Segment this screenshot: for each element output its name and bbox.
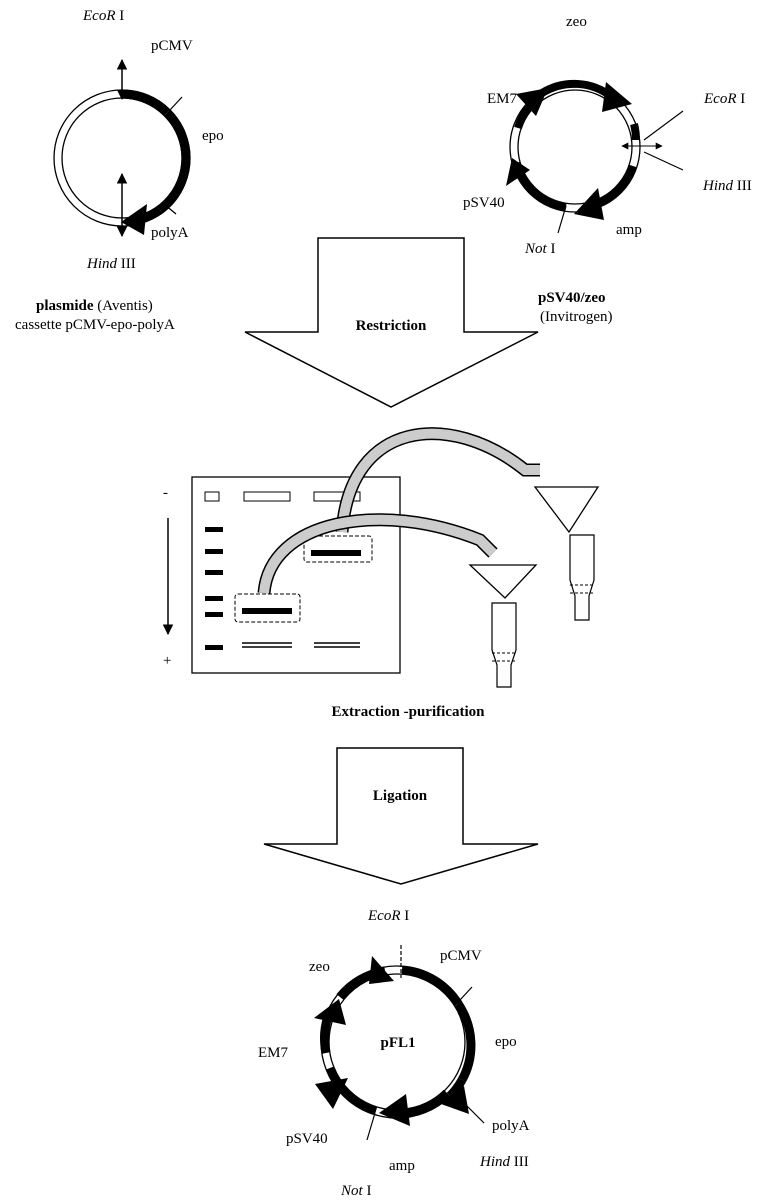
restriction-arrow	[244, 237, 539, 408]
transfer-arrowhead-insert	[468, 564, 538, 599]
tube-insert	[491, 602, 517, 688]
pfl1-polya-segment	[446, 1077, 466, 1100]
amp-arrowhead	[574, 188, 604, 220]
pfl1-psv40-arrowhead	[315, 1078, 348, 1109]
pfl1-pcmv-segment	[401, 965, 462, 1007]
ligation-arrow	[263, 747, 539, 885]
ladder-band-6	[205, 645, 223, 650]
psv40-arrowhead	[506, 158, 530, 186]
ladder-band-5	[205, 612, 223, 617]
restriction-step: Restriction	[244, 237, 539, 408]
em7-arrowhead	[516, 88, 548, 116]
gel-plus-label: +	[163, 653, 171, 669]
pfl1-polya-label: polyA	[492, 1118, 530, 1134]
pfl1-amp-segment	[403, 1089, 451, 1118]
gel-well-2	[243, 491, 291, 502]
pfl1-em7-arrowhead	[314, 999, 346, 1025]
plasmid2-psv40-label: pSV40	[463, 195, 505, 211]
restriction-label: Restriction	[356, 318, 427, 334]
transfer-arc-insert	[259, 514, 497, 594]
pfl1-epo-segment	[454, 1001, 476, 1083]
plasmid2-source: (Invitrogen)	[540, 309, 612, 325]
vector-band-selection	[303, 535, 373, 563]
plasmid1-epo-label: epo	[202, 128, 224, 144]
tick-epo-polya	[163, 203, 177, 215]
ecori-cut-line	[643, 110, 684, 141]
plasmid2-ecori-label: EcoR I	[703, 91, 745, 107]
pfl1-pcmv-epo-tick	[459, 986, 473, 1001]
plasmid1-cassette-label: cassette pCMV-epo-polyA	[15, 317, 175, 333]
ladder-band-1	[205, 527, 223, 532]
gel-well-3	[313, 491, 361, 502]
epo-segment	[157, 109, 191, 214]
plasmid-aventis: EcoR I pCMV epo polyA Hind III plasmide …	[15, 8, 224, 333]
pfl1-em7-label: EM7	[258, 1045, 289, 1061]
insert-band-selection	[234, 593, 301, 623]
plasmid1-name: plasmide (Aventis)	[36, 298, 153, 314]
pfl1-hindiii-label: Hind III	[479, 1154, 529, 1170]
gel-box	[191, 476, 401, 674]
tube-insert-body	[491, 602, 517, 688]
plasmid-psv40-zeo: zeo EM7 EcoR I Hind III pSV40 amp Not I …	[463, 14, 752, 325]
ligation-step: Ligation	[263, 747, 539, 885]
vector-band	[311, 550, 361, 556]
transfer-arrowhead-vector	[533, 486, 600, 534]
pfl1-hindiii-tick	[457, 1096, 485, 1124]
pfl1-epo-label: epo	[495, 1034, 517, 1050]
plasmid1-polya-label: polyA	[151, 225, 189, 241]
pfl1-ecori-label: EcoR I	[367, 908, 409, 924]
plasmid2-noti-label: Not I	[524, 241, 555, 257]
hindiii-cut-line	[643, 151, 684, 171]
pfl1-pcmv-label: pCMV	[440, 948, 482, 964]
plasmid2-hindiii-label: Hind III	[702, 178, 752, 194]
polya-arrowhead	[121, 204, 147, 235]
transfer-arc-vector	[337, 428, 540, 533]
plasmid2-name: pSV40/zeo	[538, 290, 606, 306]
pfl1-amp-arrowhead	[379, 1094, 410, 1126]
transfer-arrows	[257, 427, 600, 599]
pcmv-segment	[121, 89, 171, 117]
pfl1-amp-label: amp	[389, 1158, 415, 1174]
plasmid-pfl1: EcoR I zeo pCMV EM7 pFL1 epo polyA pSV40…	[258, 908, 530, 1199]
extraction-label: Extraction -purification	[332, 704, 486, 720]
pfl1-polya-arrowhead	[441, 1086, 469, 1114]
pfl1-psv40-segment	[325, 1066, 378, 1116]
plasmid1-hindiii-label: Hind III	[86, 256, 136, 272]
ori-segment	[630, 122, 641, 141]
zeo-arrowhead	[602, 82, 632, 112]
plasmid2-em7-label: EM7	[487, 91, 518, 107]
pfl1-psv40-label: pSV40	[286, 1131, 328, 1147]
ladder-band-2	[205, 549, 223, 554]
gel-electrophoresis: - +	[162, 476, 401, 674]
pfl1-name: pFL1	[380, 1035, 415, 1051]
tube-vector	[569, 534, 595, 621]
gel-well-1	[204, 491, 220, 502]
pfl1-noti-label: Not I	[340, 1183, 371, 1199]
ladder-band-3	[205, 570, 223, 575]
noti-cut-line	[557, 205, 567, 234]
insert-band	[242, 608, 292, 614]
gel-minus-label: -	[163, 485, 168, 501]
ladder-band-4	[205, 596, 223, 601]
tube-vector-body	[569, 534, 595, 621]
pfl1-zeo-label: zeo	[309, 959, 330, 975]
plasmid2-amp-label: amp	[616, 222, 642, 238]
plasmid2-zeo-label: zeo	[566, 14, 587, 30]
ligation-label: Ligation	[373, 788, 428, 804]
pfl1-zeo-arrowhead	[369, 956, 394, 984]
plasmid1-pcmv-label: pCMV	[151, 38, 193, 54]
pfl1-noti-tick	[366, 1112, 376, 1141]
tick-pcmv-epo	[169, 96, 183, 111]
plasmid1-ecori-label: EcoR I	[82, 8, 124, 24]
